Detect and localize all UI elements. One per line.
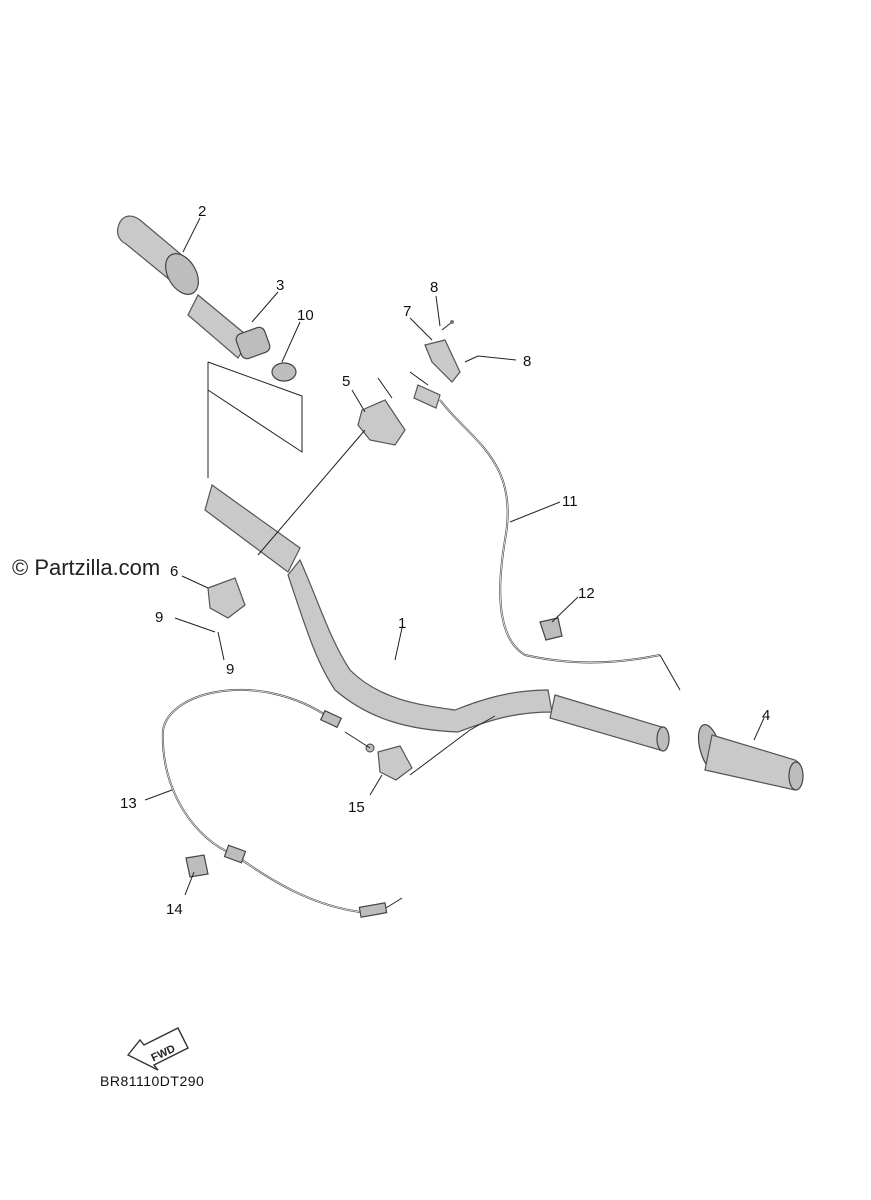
callout-6: 6: [170, 563, 178, 580]
callout-4: 4: [762, 707, 770, 724]
callout-5: 5: [342, 373, 350, 390]
callout-14: 14: [166, 901, 183, 918]
right-grip-part: [697, 724, 804, 791]
holder-part: [357, 399, 406, 446]
callout-8b: 8: [523, 353, 531, 370]
leader-lines: [144, 217, 765, 896]
callout-11: 11: [562, 493, 578, 510]
holder-6-part: [207, 577, 246, 619]
throttle-grip-part: [187, 294, 271, 360]
clamp-14-part: [185, 854, 209, 878]
collar-part: [271, 362, 297, 382]
left-grip-part: [116, 215, 199, 295]
clamp-part: [539, 617, 563, 641]
callout-9b: 9: [226, 661, 234, 678]
callout-15: 15: [348, 799, 365, 816]
callout-2: 2: [198, 203, 206, 220]
throttle-cable-part: [161, 688, 403, 918]
callout-3: 3: [276, 277, 284, 294]
callout-13: 13: [120, 795, 137, 812]
callout-9a: 9: [155, 609, 163, 626]
callout-10: 10: [297, 307, 314, 324]
callout-1: 1: [398, 615, 406, 632]
callout-7: 7: [403, 303, 411, 320]
fwd-arrow-icon: FWD: [126, 1027, 189, 1071]
callout-8a: 8: [430, 279, 438, 296]
callouts: 2 3 10 8 7 8 5 11 12 6 9 9 1 4 13 15 14: [120, 203, 770, 918]
callout-12: 12: [578, 585, 595, 602]
holder-15-part: [365, 743, 413, 781]
diagram-code: BR81110DT290: [100, 1073, 204, 1089]
watermark: © Partzilla.com: [12, 555, 160, 580]
clutch-cable-part: [413, 384, 681, 691]
lever-part: [409, 320, 479, 386]
handlebar-part: [204, 484, 670, 752]
